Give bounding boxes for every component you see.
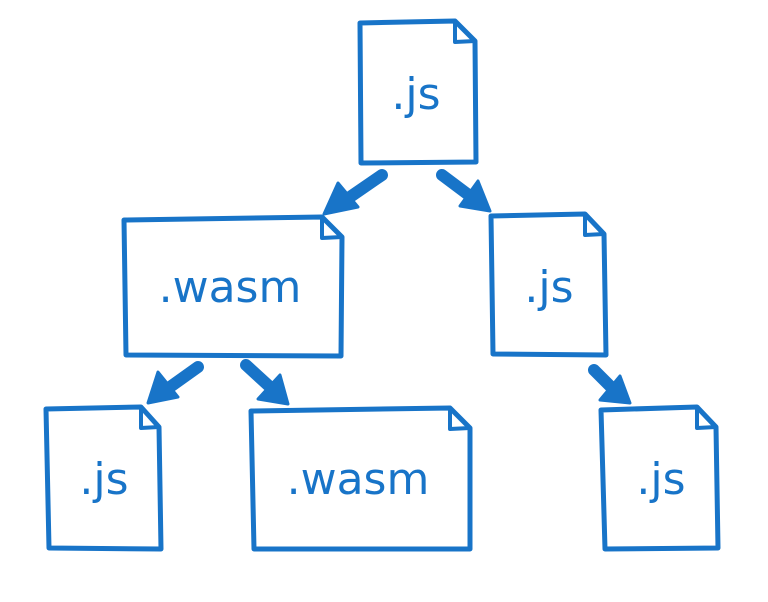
file-node-left-left: .js xyxy=(43,404,164,552)
edge-left-to-left-right xyxy=(240,359,290,406)
file-node-left-right: .wasm xyxy=(248,405,473,552)
file-label-left: .wasm xyxy=(159,262,302,313)
file-label-left-right: .wasm xyxy=(287,454,430,505)
edge-right-to-right-child xyxy=(588,364,632,405)
file-label-left-left: .js xyxy=(79,454,128,505)
file-label-root: .js xyxy=(391,69,440,120)
file-label-right: .js xyxy=(524,262,573,313)
file-node-right-child: .js xyxy=(598,404,721,552)
file-label-right-child: .js xyxy=(636,454,685,505)
file-node-root: .js xyxy=(357,18,479,166)
edge-left-to-left-left xyxy=(146,361,204,405)
file-node-left: .wasm xyxy=(121,214,345,359)
file-node-right: .js xyxy=(488,211,609,358)
edge-root-to-right xyxy=(436,169,492,213)
edge-root-to-left xyxy=(322,169,388,216)
